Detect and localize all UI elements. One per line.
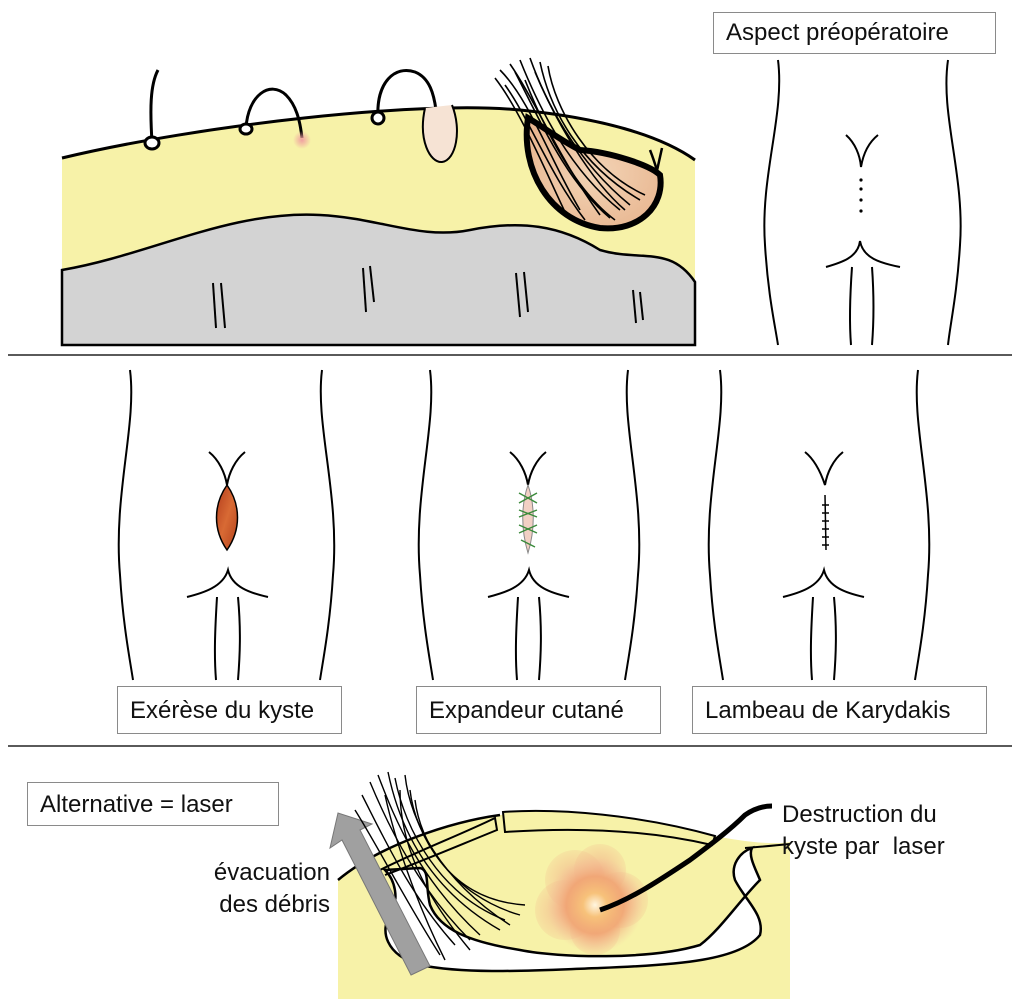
hair-1 <box>151 70 158 142</box>
preop-label: Aspect préopératoire <box>713 12 996 54</box>
laser-cross-section <box>0 760 1020 999</box>
divider-top <box>8 354 1012 356</box>
evacuation-line-1: évacuation <box>200 857 330 889</box>
destruction-line-2: kyste par laser <box>782 831 1012 863</box>
preop-body-outline <box>740 55 990 350</box>
evacuation-line-2: des débris <box>200 889 330 921</box>
evacuation-caption: évacuation des débris <box>200 857 330 921</box>
expander-body-outline <box>413 365 663 685</box>
karydakis-body-outline <box>703 365 953 685</box>
preop-pits <box>859 178 862 212</box>
excision-label: Exérèse du kyste <box>117 686 342 734</box>
expander-label: Expandeur cutané <box>416 686 661 734</box>
karydakis-scar <box>825 495 826 550</box>
skin-cross-section <box>0 0 720 350</box>
destruction-caption: Destruction du kyste par laser <box>782 799 1012 863</box>
excision-wound <box>217 485 238 550</box>
divider-bottom <box>8 745 1012 747</box>
karydakis-label: Lambeau de Karydakis <box>692 686 987 734</box>
destruction-line-1: Destruction du <box>782 799 1012 831</box>
excision-body-outline <box>115 365 365 685</box>
